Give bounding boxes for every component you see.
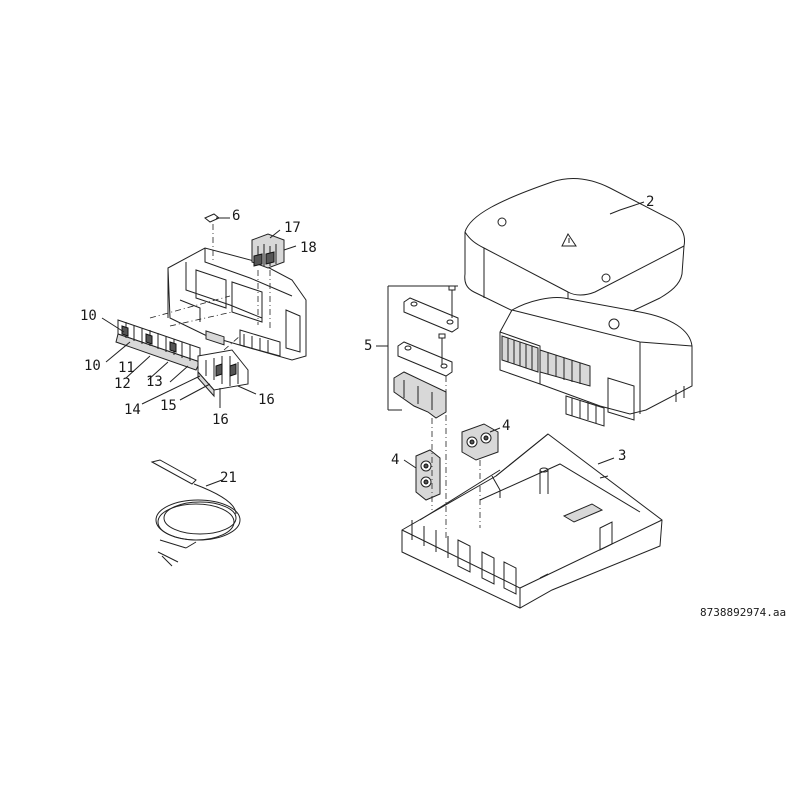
part-4-grommet-lower [415,449,441,501]
callout-4-lower: 4 [391,452,399,468]
part-14-16-terminal-block [197,335,249,398]
part-21-sensor-cable [150,459,241,567]
callout-17: 17 [284,220,301,236]
callout-5: 5 [364,338,372,354]
terminal-board [167,247,307,361]
part-4-grommet-upper [461,423,499,461]
callout-2: 2 [646,194,654,210]
part-3-base [401,433,663,609]
callout-labels: 2 3 4 4 5 6 10 10 11 12 13 14 15 16 16 1… [80,194,786,619]
part-10-13-terminal-strip [115,295,233,371]
callout-16-lower: 16 [212,412,229,428]
callout-6: 6 [232,208,240,224]
callout-4-upper: 4 [502,418,510,434]
callout-13: 13 [146,374,163,390]
callout-15: 15 [160,398,177,414]
callout-10-lower: 10 [84,358,101,374]
electronics-module [499,297,693,427]
leader-lines [101,201,645,487]
callout-11: 11 [118,360,135,376]
part-5-strain-relief [376,285,481,540]
part-17-18-plug-connector [251,233,285,330]
callout-12: 12 [114,376,131,392]
callout-18: 18 [300,240,317,256]
callout-16-right: 16 [258,392,275,408]
document-id: 8738892974.aa [700,606,786,619]
callout-3: 3 [618,448,626,464]
callout-21: 21 [220,470,237,486]
callout-10-upper: 10 [80,308,97,324]
callout-14: 14 [124,402,141,418]
